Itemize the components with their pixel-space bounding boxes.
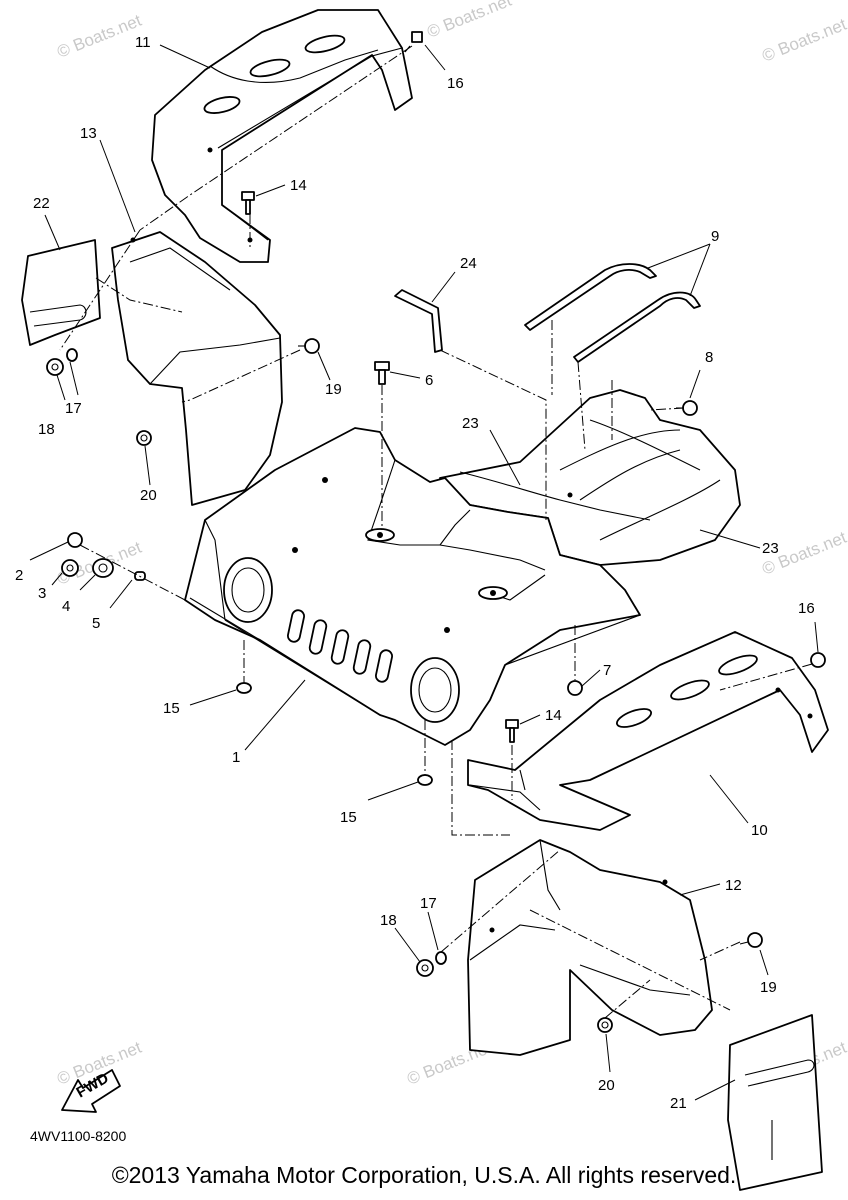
callout-21: 21 (670, 1095, 687, 1112)
callout-20: 20 (598, 1077, 615, 1094)
callout-10: 10 (751, 822, 768, 839)
part-12-inner-panel-right (467, 839, 713, 1056)
washer-15-center (417, 774, 433, 786)
callout-17: 17 (420, 895, 437, 912)
bolt-14-top (241, 191, 255, 215)
callout-9: 9 (711, 228, 719, 245)
bolt-7 (567, 680, 583, 696)
nut-18-left (46, 358, 64, 376)
watermark: © Boats.net (54, 11, 144, 62)
bolt-16-right (810, 652, 826, 668)
callout-7: 7 (603, 662, 611, 679)
callout-14: 14 (545, 707, 562, 724)
leader-lines (29, 44, 819, 1101)
callout-numbers: 11 16 13 14 22 24 9 8 6 19 17 18 23 20 2… (15, 34, 815, 1112)
part-13-inner-panel-left (111, 231, 283, 506)
callout-16: 16 (447, 75, 464, 92)
washer-15-left (236, 682, 252, 694)
watermark: © Boats.net (424, 0, 514, 42)
callout-1: 1 (232, 749, 240, 766)
washer-17-left (66, 348, 78, 362)
callout-2: 2 (15, 567, 23, 584)
callout-22: 22 (33, 195, 50, 212)
callout-17: 17 (65, 400, 82, 417)
callout-3: 3 (38, 585, 46, 602)
callout-5: 5 (92, 615, 100, 632)
nut-20-left (136, 430, 152, 446)
callout-19: 19 (325, 381, 342, 398)
callout-23: 23 (462, 415, 479, 432)
callout-11: 11 (135, 34, 151, 51)
part-9-seal-strips (524, 263, 701, 363)
callout-16: 16 (798, 600, 815, 617)
grommet-4 (92, 558, 114, 578)
callout-18: 18 (380, 912, 397, 929)
callout-20: 20 (140, 487, 157, 504)
fender-vents (287, 609, 393, 683)
diagram-code: 4WV1100-8200 (30, 1128, 127, 1144)
callout-6: 6 (425, 372, 433, 389)
callout-13: 13 (80, 125, 97, 142)
callout-15: 15 (340, 809, 357, 826)
bolt-6 (374, 361, 390, 385)
part-10-fender-lower (467, 631, 829, 831)
callout-12: 12 (725, 877, 742, 894)
washer-17-right (435, 951, 447, 965)
watermark: © Boats.net (759, 15, 848, 66)
callout-4: 4 (62, 598, 70, 615)
part-21-plate-right (727, 1014, 823, 1191)
assembly-lines (59, 45, 813, 1019)
bolt-2 (67, 532, 83, 548)
bolt-19-right (739, 932, 763, 948)
part-22-plate-left (21, 239, 101, 346)
part-1-front-fender (184, 427, 641, 746)
callout-24: 24 (460, 255, 477, 272)
callout-23: 23 (762, 540, 779, 557)
part-24-strip (394, 289, 443, 353)
washer-3 (61, 559, 79, 577)
bolt-14-center (505, 719, 519, 743)
callout-18: 18 (38, 421, 55, 438)
nut-20-right (597, 1017, 613, 1033)
callout-8: 8 (705, 349, 713, 366)
callout-15: 15 (163, 700, 180, 717)
part-11-fender-upper (151, 9, 413, 263)
callout-19: 19 (760, 979, 777, 996)
bolt-19-top (298, 338, 320, 354)
copyright-notice: ©2013 Yamaha Motor Corporation, U.S.A. A… (111, 1162, 737, 1188)
nut-18-right (416, 959, 434, 977)
callout-14: 14 (290, 177, 307, 194)
